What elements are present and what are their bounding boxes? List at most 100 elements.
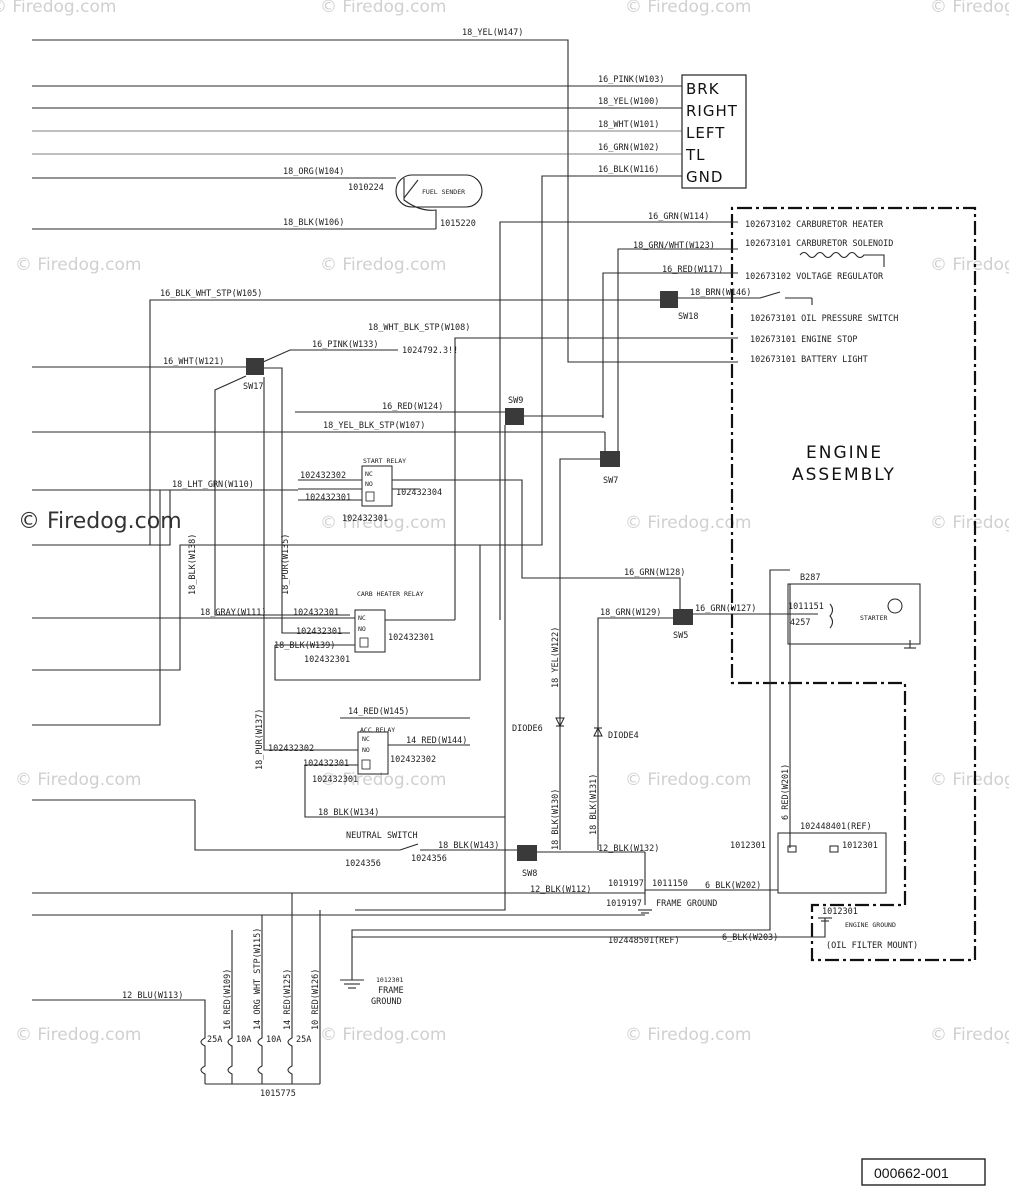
wire-w110: 18_LHT_GRN(W110) [172, 480, 254, 490]
starter-1011151: 1011151 [788, 602, 824, 612]
carb-heater-relay: CARB HEATER RELAY NC NO 18_GRAY(W111) 10… [32, 590, 455, 665]
watermark: © Firedog.com [930, 513, 1009, 533]
wire-w143: 18_BLK(W143) [438, 841, 499, 851]
reference-box: 000662-001 [861, 1158, 986, 1186]
acc-relay-nc: NC [362, 735, 370, 743]
watermarks: © Firedog.com © Firedog.com © Firedog.co… [0, 0, 1009, 1045]
wire-w203: 6_BLK(W203) [722, 933, 778, 943]
terminal-brk: BRK [686, 80, 720, 98]
engine-assembly: ENGINE ASSEMBLY 102673102 CARBURETOR HEA… [730, 206, 977, 962]
wire-w147: 18_YEL(W147) [462, 28, 523, 38]
wire-w121: 16_WHT(W121) [163, 357, 224, 367]
start-relay-304: 102432304 [396, 488, 442, 498]
left-wires: 18_LHT_GRN(W110) 18_BLK(W138) 18_PUR(W13… [32, 480, 481, 851]
wire-w123: 18_GRN/WHT(W123) [633, 241, 715, 251]
wire-w127: 16_GRN(W127) [695, 604, 756, 614]
watermark: © Firedog.com [15, 255, 141, 275]
start-relay-302: 102432302 [300, 471, 346, 481]
wire-w144: 14_RED(W144) [406, 736, 467, 746]
watermark: © Firedog.com [930, 255, 1009, 275]
wire-w202: 6_BLK(W202) [705, 881, 761, 891]
neutral-switch: NEUTRAL SWITCH 1024356 1024356 18_BLK(W1… [345, 831, 659, 905]
oil-filter-mount: (OIL FILTER MOUNT) [826, 941, 918, 951]
sw9-switch [505, 408, 524, 425]
wire-w105: 16_BLK_WHT_STP(W105) [160, 289, 262, 299]
wire-w201: 6_RED(W201) [781, 764, 791, 820]
engine-component: 102673101 CARBURETOR SOLENOID [745, 239, 893, 249]
acc-relay-302a: 102432302 [268, 744, 314, 754]
wire-w137: 18_PUR(W137) [255, 709, 265, 770]
acc-relay-no: NO [362, 746, 370, 754]
carb-relay-301c: 102432301 [388, 633, 434, 643]
watermark: © Firedog.com [320, 1025, 446, 1045]
sw5-starter: 16_GRN(W128) SW5 18_GRN(W129) 16_GRN(W12… [351, 568, 921, 980]
neutral-switch-id2: 1024356 [411, 854, 447, 864]
wire-w145: 14_RED(W145) [348, 707, 409, 717]
watermark: © Firedog.com [625, 513, 751, 533]
wire-w116: 16_BLK(W116) [598, 165, 659, 175]
start-relay-no: NO [365, 480, 373, 488]
neutral-switch-id1: 1024356 [345, 859, 381, 869]
terminal-right: RIGHT [686, 102, 738, 120]
terminal-tl: TL [685, 146, 706, 164]
wire-w104: 18_ORG(W104) [283, 167, 344, 177]
engine-component: 102673102 VOLTAGE REGULATOR [745, 272, 884, 282]
diode6-label: DIODE6 [512, 724, 543, 734]
fuel-sender-label: FUEL SENDER [422, 188, 465, 196]
wire-w133: 16_PINK(W133) [312, 340, 379, 350]
start-relay: START RELAY NC NO 102432302 102432301 10… [298, 457, 681, 610]
wire-w126: 10_RED(W126) [311, 969, 321, 1030]
engine-ground-id: 1012301 [822, 907, 858, 917]
watermark: © Firedog.com [320, 255, 446, 275]
start-relay-label: START RELAY [363, 457, 406, 465]
fuse-block-id: 1015775 [260, 1089, 296, 1099]
wire-w138: 18_BLK(W138) [188, 534, 198, 595]
wire-w124: 16_RED(W124) [382, 402, 443, 412]
terminal-block: BRK RIGHT LEFT TL GND [681, 74, 747, 189]
wire-w107: 18_YEL_BLK_STP(W107) [323, 421, 425, 431]
wire-w146: 18_BRN(W146) [690, 288, 751, 298]
watermark: © Firedog.com [320, 770, 446, 790]
wire-w131: 18_BLK(W131) [589, 774, 599, 835]
frame-label: FRAME [378, 986, 404, 996]
engine-component: 102673101 ENGINE STOP [750, 335, 857, 345]
start-relay-nc: NC [365, 470, 373, 478]
sw18-label: SW18 [678, 312, 698, 322]
sw8-switch [517, 845, 537, 861]
wire-w125: 14_RED(W125) [283, 969, 293, 1030]
wire-w114: 16_GRN(W114) [648, 212, 709, 222]
wire-w134: 18_BLK(W134) [318, 808, 379, 818]
sw7-label: SW7 [603, 476, 618, 486]
carb-relay-nc: NC [358, 614, 366, 622]
carb-relay-301b: 102432301 [296, 627, 342, 637]
wire-w122: 18_YEL(W122) [551, 627, 561, 688]
wire-w102: 16_GRN(W102) [598, 143, 659, 153]
fuel-sender-id1: 1010224 [348, 183, 384, 193]
sw7-switch [600, 451, 620, 467]
frame-ground-1: FRAME GROUND [656, 899, 717, 909]
fuse-25a-2: 25A [296, 1035, 311, 1045]
sw17-area: 16_PINK(W133) 1024792.3!! 16_WHT(W121) S… [32, 340, 458, 634]
watermark: © Firedog.com [930, 1025, 1009, 1045]
ground-label: GROUND [371, 997, 402, 1007]
watermark: © Firedog.com [625, 770, 751, 790]
carb-relay-no: NO [358, 625, 366, 633]
engine-title-1: ENGINE [806, 443, 883, 463]
wire-w106: 18_BLK(W106) [283, 218, 344, 228]
wire-w128: 16_GRN(W128) [624, 568, 685, 578]
watermark: © Firedog.com [625, 0, 751, 17]
wire-w139: 18_BLK(W139) [274, 641, 335, 651]
engine-component: 102673102 CARBURETOR HEATER [745, 220, 884, 230]
watermark: © Firedog.com [625, 1025, 751, 1045]
watermark: © Firedog.com [18, 509, 182, 534]
engine-component: 102673101 BATTERY LIGHT [750, 355, 868, 365]
fuse-10a-1: 10A [236, 1035, 251, 1045]
wire-w117: 16_RED(W117) [662, 265, 723, 275]
sw9-label: SW9 [508, 396, 523, 406]
fuel-sender-id2: 1015220 [440, 219, 476, 229]
b287-label: B287 [800, 573, 820, 583]
frame-ground-id: 1012301 [376, 976, 403, 984]
acc-relay-301b: 102432301 [312, 775, 358, 785]
wire-w130: 18_BLK(W130) [551, 789, 561, 850]
battery-id2: 1012301 [842, 841, 878, 851]
